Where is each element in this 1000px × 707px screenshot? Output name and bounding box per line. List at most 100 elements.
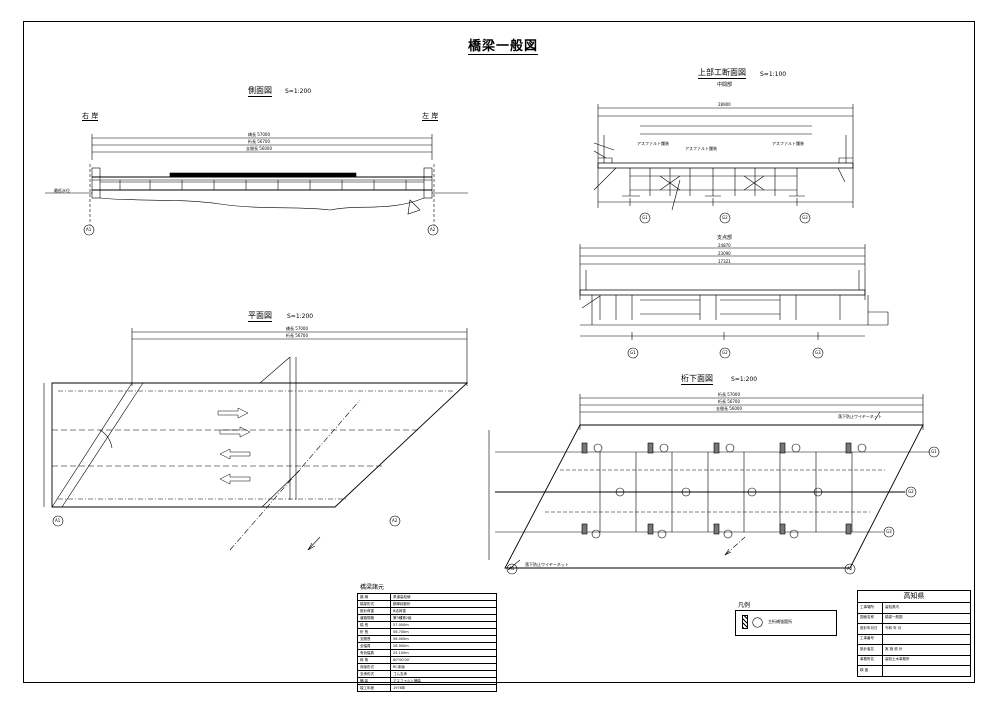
title-block-key: 工事場所 [857,602,883,614]
section-support-drawing [579,244,889,340]
spec-value: ゴム支承 [390,670,497,678]
spec-key: 路 線 [357,593,391,601]
title-block-value [882,633,971,645]
title-block-key: 工事番号 [857,633,883,645]
title-block-row: 工事番号 [857,633,971,645]
bottom-note-top: 落下防止ワイヤーネット [838,414,882,419]
legend-title: 凡例 [738,602,751,609]
title-block-value: 高知県内 [882,602,971,614]
left-bank-label: 左 岸 [422,112,439,121]
support-girder-g1: G1 [630,350,636,355]
spec-value: B活荷重 [390,607,497,615]
side-dim-girder-length: 桁長 56700 [248,139,270,144]
title-block-row: 検 査 [857,665,971,677]
side-dim-span-length: 支間長 56000 [246,146,272,151]
asphalt-label-1: アスファルト舗装 [637,141,669,146]
spec-value: 1978年 [390,684,497,692]
spec-key: 設計荷重 [357,607,391,615]
plan-abutment-a1: A1 [55,518,61,523]
spec-key: 有効幅員 [357,649,391,657]
title-block-row: 設計者名実 施 設 計 [857,644,971,656]
side-dim-bridge-length: 橋長 57000 [248,132,270,137]
section-middle-drawing [593,104,854,211]
title-block-value [882,665,971,677]
title-block: 高知県 工事場所高知県内図面名称橋梁一般図設計年月日令和 年 月工事番号設計者名… [857,590,971,677]
plan-view-scale: S=1:200 [287,313,314,320]
plan-dim-bridge-length: 橋長 57000 [286,326,308,331]
asphalt-label-2: アスファルト舗装 [685,146,717,151]
plan-dim-girder-length: 桁長 56700 [286,333,308,338]
spec-key: 舗 装 [357,677,391,685]
spec-key: 桁 長 [357,628,391,636]
legend-label: 主桁補強箇所 [768,619,792,624]
plan-abutment-a2: A2 [392,518,398,523]
support-girder-g2: G2 [722,350,728,355]
support-girder-g3: G3 [815,350,821,355]
spec-key: 竣工年度 [357,684,391,692]
section-middle-label: 中間部 [717,82,733,88]
title-block-row: 工事場所高知県内 [857,602,971,614]
spec-value: アスファルト舗装 [390,677,497,685]
spec-value: 鋼単純鈑桁 [390,600,497,608]
support-dim-1: 24870 [718,243,731,248]
support-dim-3: 17321 [718,259,731,264]
title-block-value: 令和 年 月 [882,623,971,635]
legend-circle-icon [752,617,763,628]
spec-key: 支承形式 [357,670,391,678]
spec-key: 全幅員 [357,642,391,650]
bottom-view-heading: 桁下面図 [681,374,713,385]
side-abutment-a2: A2 [430,227,436,232]
side-view-scale: S=1:200 [285,88,312,95]
section-view-scale: S=1:100 [760,71,787,78]
bottom-dim-1: 桁長 57000 [718,392,740,397]
spec-value: 56.700m [390,628,497,636]
spec-key: 床版形式 [357,663,391,671]
title-block-value: 実 施 設 計 [882,644,971,656]
spec-key: 橋 長 [357,621,391,629]
section-girder-g3: G3 [802,215,808,220]
spec-key: 支間長 [357,635,391,643]
plan-view-drawing [43,328,469,551]
side-view-drawing [45,134,468,225]
section-girder-g2: G2 [722,215,728,220]
spec-value: 第3種第2級 [390,614,497,622]
spec-value: 県道高松線 [390,593,497,601]
bottom-abutment-a1: A1 [509,566,515,571]
support-dim-2: 23090 [718,251,731,256]
spec-row: 路 線県道高松線 [357,593,497,601]
spec-value: 56.000m [390,635,497,643]
spec-row: 支承形式ゴム支承 [357,670,497,678]
section-top-dim: 28900 [718,102,731,107]
bottom-view-drawing [488,394,930,571]
title-block-row: 事務所名高知土木事務所 [857,654,971,666]
spec-key: 斜 角 [357,656,391,664]
axis-circles [52,212,940,575]
section-girder-g1: G1 [642,215,648,220]
water-level-note: 最低水位 [54,188,70,193]
title-block-key: 図面名称 [857,612,883,624]
section-support-label: 支点部 [717,235,733,241]
bottom-girder-g1: G1 [931,449,937,454]
sheet-border [23,21,975,683]
spec-row: 橋梁形式鋼単純鈑桁 [357,600,497,608]
plan-view-heading: 平面図 [248,311,272,322]
spec-value: 28.900m [390,642,497,650]
title-block-value: 橋梁一般図 [882,612,971,624]
legend-hatch-swatch [742,615,748,629]
spec-row: 舗 装アスファルト舗装 [357,677,497,685]
sheet-title: 橋梁一般図 [468,39,539,55]
side-abutment-a1: A1 [86,227,92,232]
title-block-value: 高知土木事務所 [882,654,971,666]
asphalt-label-3: アスファルト舗装 [772,141,804,146]
bottom-abutment-a2: A2 [847,566,853,571]
title-block-key: 設計年月日 [857,623,883,635]
